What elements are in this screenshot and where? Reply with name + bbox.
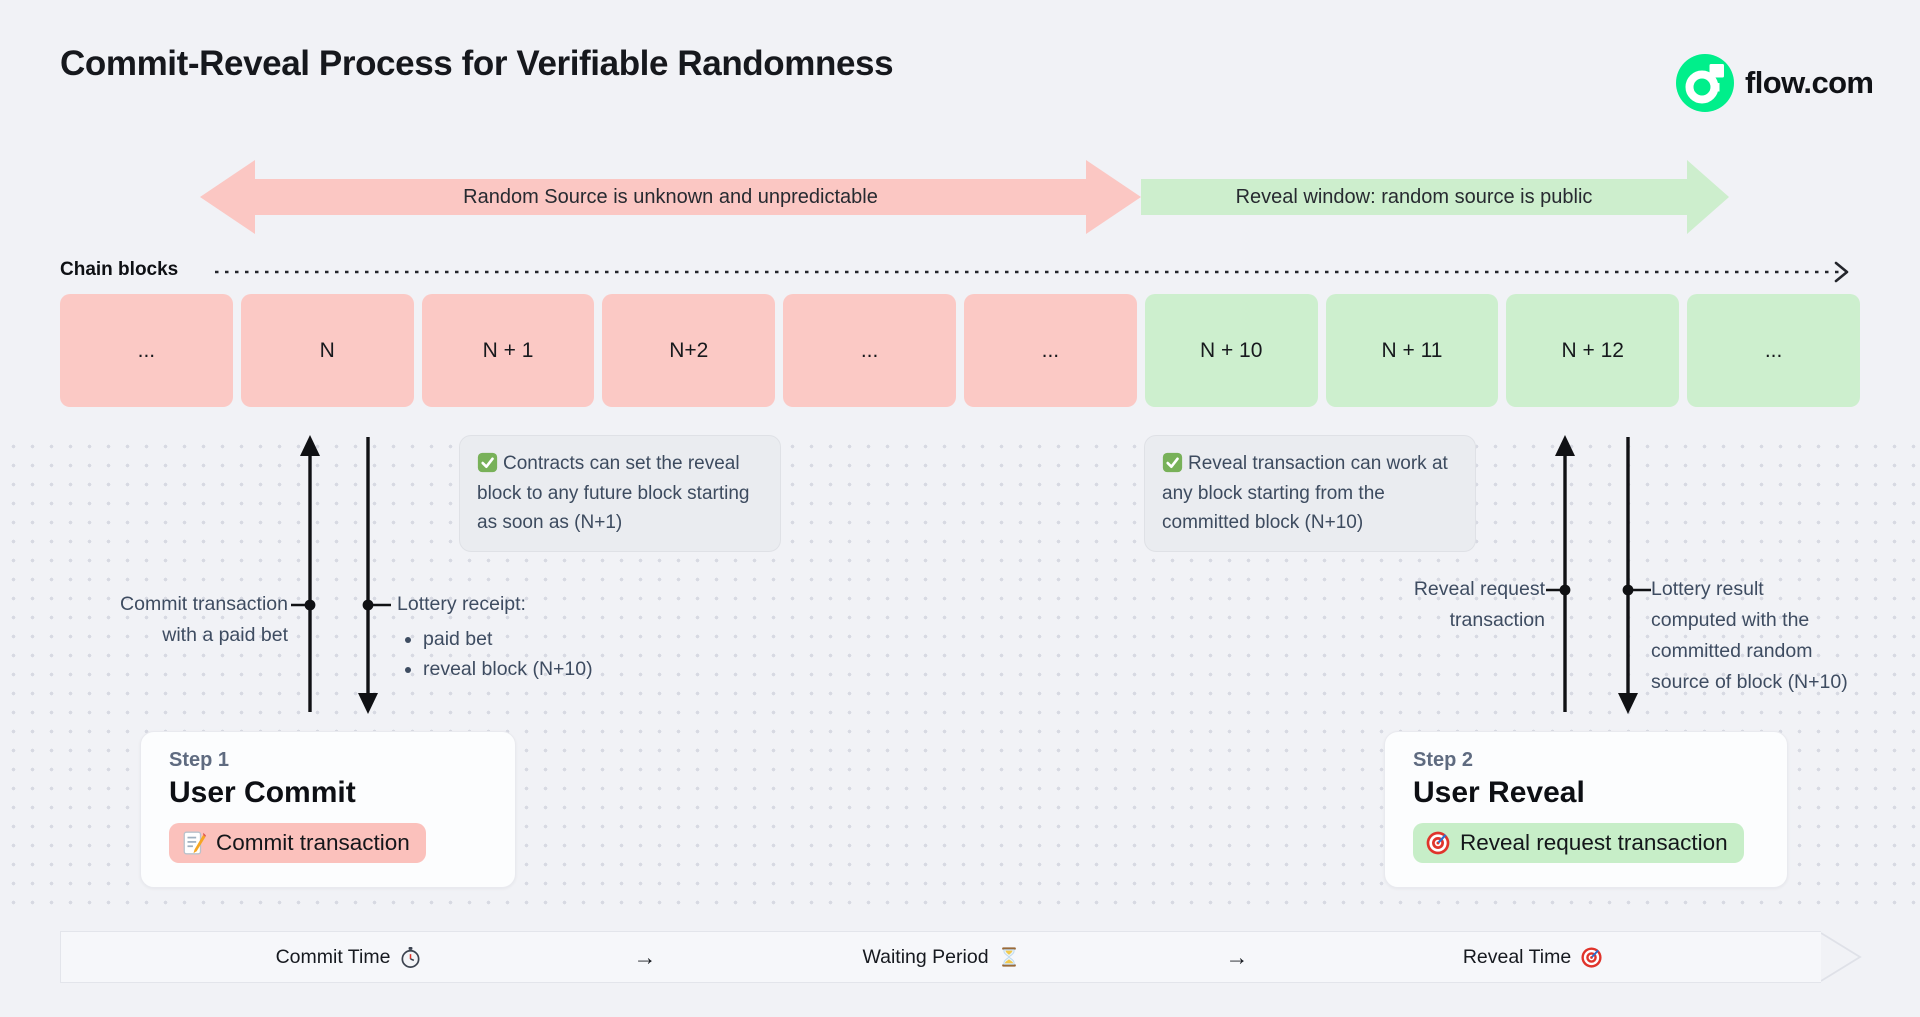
unknown-window-banner-label: Random Source is unknown and unpredictab… bbox=[254, 179, 1087, 215]
target-icon bbox=[1581, 946, 1602, 968]
annotation-line: computed with the bbox=[1651, 609, 1810, 631]
arrow-right-icon: → bbox=[1225, 943, 1249, 970]
annotation-line: Reveal request bbox=[1413, 578, 1545, 600]
chain-block: N bbox=[240, 294, 414, 407]
right-arrowhead bbox=[1687, 160, 1729, 234]
note-commit-text: Contracts can set the reveal block to an… bbox=[477, 453, 750, 533]
annotation-line: with a paid bet bbox=[162, 624, 288, 646]
annotation-line: source of block (N+10) bbox=[1651, 671, 1848, 693]
annotation-lottery-result: Lottery result computed with the committ… bbox=[1651, 574, 1848, 698]
timeline-item-waiting-period: Waiting Period bbox=[793, 946, 1089, 969]
annotation-lottery-receipt: Lottery receipt: paid bet reveal block (… bbox=[397, 589, 593, 684]
timeline-item-reveal-time: Reveal Time bbox=[1385, 946, 1681, 969]
chain-block: ... bbox=[60, 294, 233, 407]
check-icon bbox=[1162, 452, 1183, 473]
annotation-line: Commit transaction bbox=[120, 593, 288, 615]
unknown-window-banner: Random Source is unknown and unpredictab… bbox=[200, 160, 1141, 234]
chain-line-arrowhead-icon bbox=[1834, 261, 1849, 283]
flow-logo-icon bbox=[1676, 54, 1734, 112]
chain-block: N + 10 bbox=[1144, 294, 1318, 407]
timeline-arrow: → bbox=[1089, 944, 1385, 971]
memo-icon bbox=[183, 831, 206, 855]
commit-transaction-badge: Commit transaction bbox=[169, 823, 426, 863]
step-label: Step 1 bbox=[169, 749, 230, 771]
badge-label: Reveal request transaction bbox=[1460, 830, 1728, 855]
right-arrowhead bbox=[1086, 160, 1141, 234]
timeline-label: Commit Time bbox=[275, 945, 391, 968]
arrow-right-icon: → bbox=[633, 943, 657, 970]
hourglass-icon bbox=[1001, 947, 1016, 967]
chain-block: ... bbox=[1687, 294, 1860, 407]
reveal-window-banner: Reveal window: random source is public bbox=[1141, 160, 1729, 234]
chain-block: N + 12 bbox=[1506, 294, 1680, 407]
annotation-commit-transaction: Commit transaction with a paid bet bbox=[120, 589, 288, 651]
annotation-line: Lottery result bbox=[1651, 578, 1764, 600]
reveal-request-badge: Reveal request transaction bbox=[1413, 823, 1744, 863]
target-icon bbox=[1426, 831, 1450, 855]
stopwatch-icon bbox=[401, 946, 420, 968]
note-reveal-window: Reveal transaction can work at any block… bbox=[1144, 435, 1476, 552]
step-title: User Commit bbox=[169, 776, 356, 809]
chain-blocks-row: ... N N + 1 N+2 ... ... N + 10 N + 11 N … bbox=[60, 294, 1860, 407]
timeline-label: Waiting Period bbox=[862, 945, 989, 968]
step-label: Step 2 bbox=[1413, 749, 1474, 771]
annotation-line: transaction bbox=[1449, 609, 1545, 631]
note-reveal-text: Reveal transaction can work at any block… bbox=[1162, 453, 1448, 533]
left-arrowhead bbox=[200, 160, 255, 234]
reveal-window-banner-label: Reveal window: random source is public bbox=[1141, 179, 1687, 215]
chain-block: N+2 bbox=[602, 294, 776, 407]
chain-block: ... bbox=[783, 294, 956, 407]
chain-blocks-label: Chain blocks bbox=[60, 259, 179, 280]
timeline-arrow: → bbox=[497, 944, 793, 971]
annotation-reveal-request: Reveal request transaction bbox=[1414, 574, 1545, 636]
receipt-item: paid bet bbox=[423, 624, 593, 654]
timeline-label: Reveal Time bbox=[1462, 945, 1572, 968]
chain-block: N + 11 bbox=[1325, 294, 1499, 407]
step-card-commit: Step 1 User Commit Commit transaction bbox=[140, 731, 516, 888]
note-commit-window: Contracts can set the reveal block to an… bbox=[459, 435, 781, 552]
step-title: User Reveal bbox=[1413, 776, 1585, 809]
annotation-line: Lottery receipt: bbox=[397, 593, 526, 615]
brand-label: flow.com bbox=[1745, 65, 1874, 100]
timeline-chevron-icon bbox=[1820, 932, 1862, 982]
check-icon bbox=[477, 452, 498, 473]
annotation-line: committed random bbox=[1651, 640, 1813, 662]
badge-label: Commit transaction bbox=[216, 830, 410, 855]
chain-block: ... bbox=[963, 294, 1137, 407]
timeline-bar: Commit Time → Waiting Period → bbox=[60, 931, 1821, 983]
timeline-item-commit-time: Commit Time bbox=[201, 946, 497, 969]
chain-block: N + 1 bbox=[421, 294, 595, 407]
brand: flow.com bbox=[1676, 54, 1874, 112]
page-title: Commit-Reveal Process for Verifiable Ran… bbox=[60, 44, 894, 83]
step-card-reveal: Step 2 User Reveal Reveal request transa… bbox=[1384, 731, 1788, 888]
receipt-item: reveal block (N+10) bbox=[423, 654, 593, 684]
